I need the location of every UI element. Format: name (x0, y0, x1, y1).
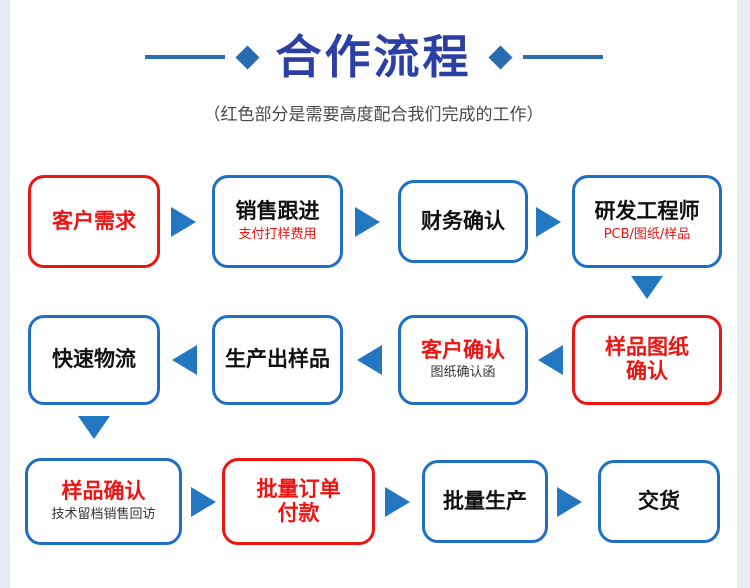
flow-node-customer-confirm[interactable]: 客户确认 图纸确认函 (398, 315, 528, 405)
title-row: 合作流程 (10, 24, 737, 90)
flow-node-title: 研发工程师 (594, 199, 700, 224)
flow-node-subtitle: 支付打样费用 (238, 226, 317, 242)
flow-node-customer-requirement[interactable]: 客户需求 (28, 175, 160, 268)
flow-node-sales-followup[interactable]: 销售跟进 支付打样费用 (212, 175, 343, 268)
arrow-right-r1-3 (536, 207, 561, 237)
arrow-left-r2-3 (538, 345, 563, 375)
flow-node-sample-drawing-confirm[interactable]: 样品图纸 确认 (572, 315, 722, 405)
page-subtitle: （红色部分是需要高度配合我们完成的工作） (203, 105, 544, 125)
arrow-right-r3-1 (191, 487, 216, 517)
header: 合作流程 （红色部分是需要高度配合我们完成的工作） (10, 0, 737, 150)
flow-node-title: 批量生产 (443, 488, 527, 513)
title-rule-left (144, 55, 225, 59)
flow-node-title: 快速物流 (52, 347, 136, 372)
left-edge-strip (0, 0, 10, 588)
arrow-right-r3-2 (385, 487, 410, 517)
flow-node-title: 样品确认 (61, 479, 146, 504)
flow-node-title: 销售跟进 (235, 199, 320, 224)
arrow-left-r2-2 (357, 345, 382, 375)
flow-node-title: 客户确认 (421, 337, 505, 362)
flow-node-title: 生产出样品 (225, 347, 330, 372)
flow-node-title: 批量订单 付款 (256, 476, 341, 525)
page-title: 合作流程 (275, 30, 472, 84)
flow-node-delivery[interactable]: 交货 (598, 460, 720, 543)
arrow-down-row2-to-row3 (78, 416, 110, 439)
flow-node-finance-confirm[interactable]: 财务确认 (398, 180, 528, 263)
flow-node-fast-logistics[interactable]: 快速物流 (28, 315, 160, 405)
flow-node-bulk-order-payment[interactable]: 批量订单 付款 (222, 458, 375, 545)
arrow-right-r1-1 (171, 207, 196, 237)
flow-node-subtitle: PCB/图纸/样品 (603, 226, 691, 242)
right-edge-strip (737, 0, 750, 588)
flow-node-produce-sample[interactable]: 生产出样品 (212, 315, 343, 405)
flow-node-title: 样品图纸 确认 (605, 335, 689, 383)
flow-node-rnd-engineer[interactable]: 研发工程师 PCB/图纸/样品 (572, 175, 722, 268)
flow-node-title: 财务确认 (421, 208, 505, 233)
title-rule-right (522, 55, 603, 59)
arrow-left-r2-1 (172, 345, 197, 375)
flow-node-title: 客户需求 (52, 208, 136, 233)
flow-node-subtitle: 图纸确认函 (430, 365, 496, 381)
flow-node-subtitle: 技术留档销售回访 (51, 506, 156, 522)
flow-node-sample-confirm[interactable]: 样品确认 技术留档销售回访 (25, 458, 182, 545)
flow-node-title: 交货 (638, 488, 680, 513)
arrow-right-r3-3 (557, 487, 582, 517)
arrow-down-row1-to-row2 (631, 276, 663, 299)
flow-node-bulk-production[interactable]: 批量生产 (422, 460, 548, 543)
arrow-right-r1-2 (355, 207, 380, 237)
